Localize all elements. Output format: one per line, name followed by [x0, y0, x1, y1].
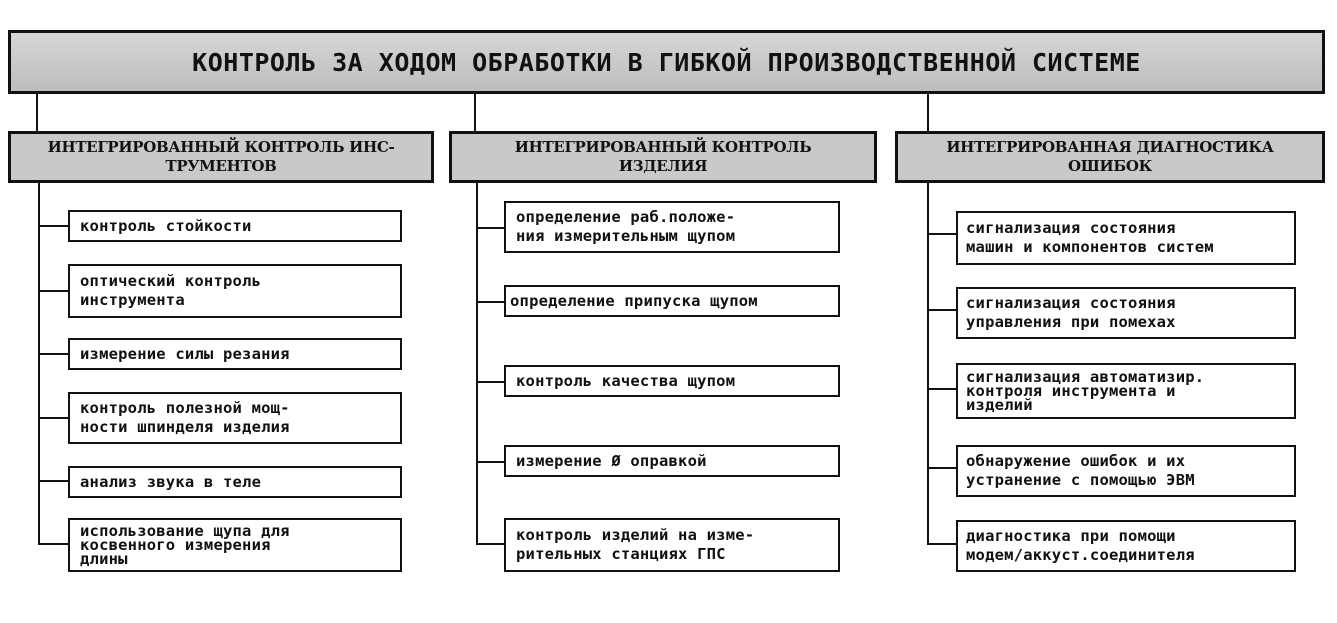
branch-line: [38, 543, 68, 545]
list-item-text: измерение Ø оправкой: [516, 451, 707, 470]
list-item-text: определение припуска щупом: [510, 291, 758, 310]
list-item: сигнализация состояния управления при по…: [956, 287, 1296, 339]
branch-line: [38, 480, 68, 482]
list-item: сигнализация состояния машин и компонент…: [956, 211, 1296, 265]
column-heading-parts: ИНТЕГРИРОВАННЫЙ КОНТРОЛЬ ИЗДЕЛИЯ: [514, 138, 812, 175]
list-item-text: контроль изделий на изме- рительных стан…: [516, 526, 755, 563]
branch-line: [927, 543, 956, 545]
list-item-text: контроль полезной мощ- ности шпинделя из…: [80, 399, 290, 436]
list-item-text: оптический контроль инструмента: [80, 272, 262, 309]
diagram-title: КОНТРОЛЬ ЗА ХОДОМ ОБРАБОТКИ В ГИБКОЙ ПРО…: [192, 47, 1141, 77]
list-item-text: сигнализация состояния управления при по…: [966, 294, 1176, 331]
list-item: оптический контроль инструмента: [68, 264, 402, 318]
list-item-text: контроль качества щупом: [516, 371, 736, 390]
column-heading-box-diagnostics: ИНТЕГРИРОВАННАЯ ДИАГНОСТИКА ОШИБОК: [895, 131, 1325, 183]
list-item: определение припуска щупом: [504, 285, 840, 317]
list-item: использование щупа для косвенного измере…: [68, 518, 402, 572]
list-item: измерение Ø оправкой: [504, 445, 840, 477]
list-item: контроль полезной мощ- ности шпинделя из…: [68, 392, 402, 444]
list-item: определение раб.положе- ния измерительны…: [504, 201, 840, 253]
column-heading-diagnostics: ИНТЕГРИРОВАННАЯ ДИАГНОСТИКА ОШИБОК: [946, 138, 1274, 175]
branch-line: [476, 381, 504, 383]
branch-line: [927, 467, 956, 469]
branch-line: [476, 543, 504, 545]
list-item-text: использование щупа для косвенного измере…: [80, 522, 290, 568]
list-item: контроль стойкости: [68, 210, 402, 242]
list-item-text: сигнализация состояния машин и компонент…: [966, 219, 1214, 256]
list-item: контроль качества щупом: [504, 365, 840, 397]
branch-line: [476, 227, 504, 229]
list-item: анализ звука в теле: [68, 466, 402, 498]
column-heading-box-tools: ИНТЕГРИРОВАННЫЙ КОНТРОЛЬ ИНС- ТРУМЕНТОВ: [8, 131, 434, 183]
list-item: диагностика при помощи модем/аккуст.соед…: [956, 520, 1296, 572]
column-spine: [476, 183, 478, 545]
column-spine: [927, 183, 929, 545]
branch-line: [38, 417, 68, 419]
list-item: сигнализация автоматизир. контроля инстр…: [956, 363, 1296, 419]
list-item-text: определение раб.положе- ния измерительны…: [516, 208, 736, 245]
list-item-text: обнаружение ошибок и их устранение с пом…: [966, 452, 1195, 489]
list-item-text: сигнализация автоматизир. контроля инстр…: [966, 368, 1205, 414]
column-heading-tools: ИНТЕГРИРОВАННЫЙ КОНТРОЛЬ ИНС- ТРУМЕНТОВ: [47, 138, 395, 175]
branch-line: [476, 301, 504, 303]
connector-line: [927, 94, 929, 132]
branch-line: [927, 388, 956, 390]
branch-line: [38, 290, 68, 292]
branch-line: [476, 461, 504, 463]
diagram-title-box: КОНТРОЛЬ ЗА ХОДОМ ОБРАБОТКИ В ГИБКОЙ ПРО…: [8, 30, 1325, 94]
list-item-text: анализ звука в теле: [80, 472, 262, 491]
branch-line: [38, 225, 68, 227]
connector-line: [474, 94, 476, 132]
column-heading-box-parts: ИНТЕГРИРОВАННЫЙ КОНТРОЛЬ ИЗДЕЛИЯ: [449, 131, 877, 183]
branch-line: [927, 309, 956, 311]
list-item-text: измерение силы резания: [80, 344, 290, 363]
list-item: измерение силы резания: [68, 338, 402, 370]
branch-line: [927, 233, 956, 235]
list-item: обнаружение ошибок и их устранение с пом…: [956, 445, 1296, 497]
list-item-text: контроль стойкости: [80, 216, 252, 235]
list-item-text: диагностика при помощи модем/аккуст.соед…: [966, 527, 1195, 564]
branch-line: [38, 353, 68, 355]
connector-line: [36, 94, 38, 132]
column-spine: [38, 183, 40, 545]
list-item: контроль изделий на изме- рительных стан…: [504, 518, 840, 572]
